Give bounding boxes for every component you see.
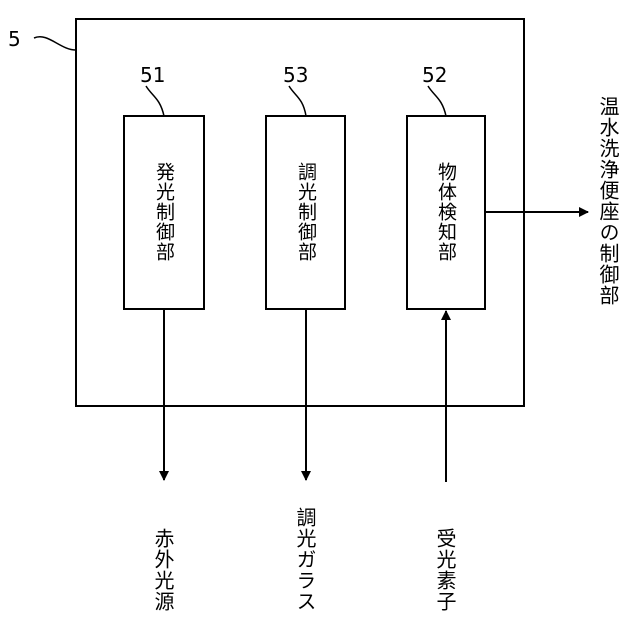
dimming-glass-label: 調光ガラス bbox=[295, 507, 315, 612]
block-detection-label: 物体検知部 bbox=[436, 162, 455, 262]
device-ref-leader bbox=[34, 37, 76, 50]
device-ref-label: 5 bbox=[8, 27, 21, 51]
block-dimming-leader bbox=[289, 86, 306, 116]
block-emission-ref: 51 bbox=[140, 63, 165, 87]
block-dimming-label: 調光制御部 bbox=[296, 162, 315, 262]
block-emission-leader bbox=[146, 86, 164, 116]
output-toilet-seat-controller-label: 温水洗浄便座の制御部 bbox=[598, 96, 618, 306]
block-emission-label: 発光制御部 bbox=[154, 162, 173, 262]
block-detection-leader bbox=[428, 86, 446, 116]
block-dimming-ref: 53 bbox=[283, 63, 308, 87]
infrared-source-label: 赤外光源 bbox=[153, 528, 173, 612]
light-receiver-label: 受光素子 bbox=[435, 528, 455, 612]
block-detection-ref: 52 bbox=[422, 63, 447, 87]
